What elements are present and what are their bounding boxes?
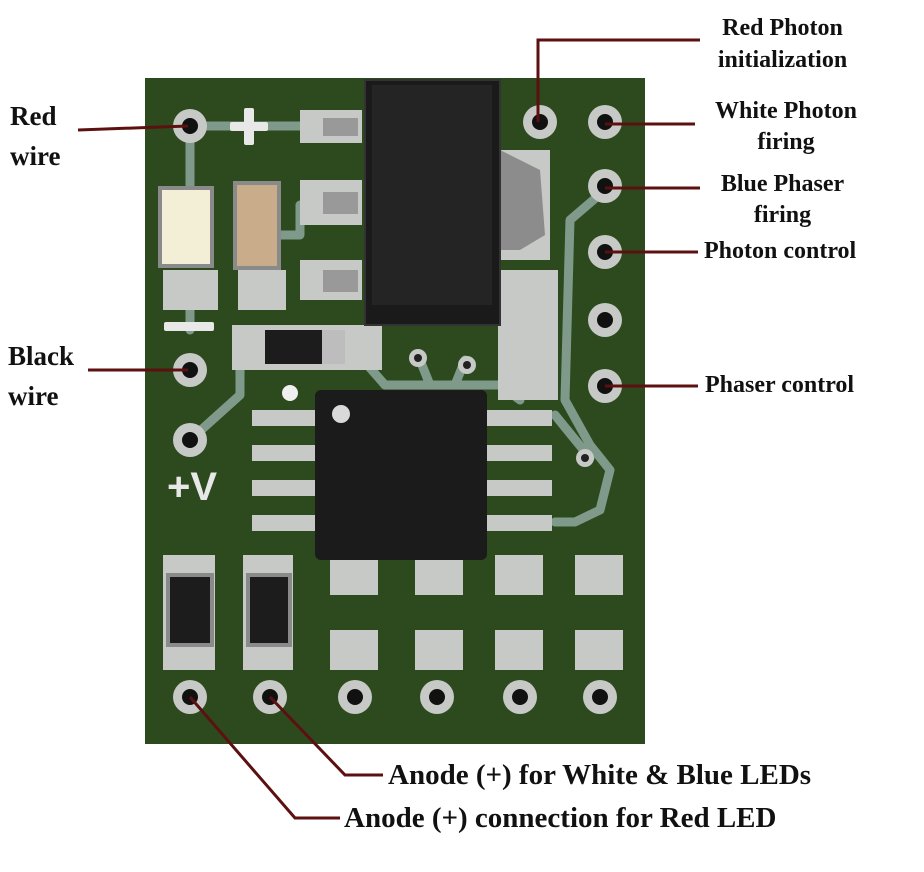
microcontroller-chip [315,390,487,560]
transistor-component [500,150,545,250]
leader-red-photon-init [536,38,700,122]
label-phaser-control: Phaser control [705,372,855,398]
label-blue-phaser-firing: Blue Phaser firing [720,171,845,228]
resistor-component [246,573,292,647]
leader-anode-white-blue [268,695,383,777]
resistor-component [166,573,214,647]
capacitor-component [233,181,281,270]
smd-components [158,118,358,647]
leader-lines [77,38,700,820]
led-component [158,186,214,268]
silkscreen-marks [164,108,268,331]
label-anode-white-blue: Anode (+) for White & Blue LEDs [388,759,812,791]
leader-red-wire [77,124,189,132]
plus-v-silkscreen: +V [167,465,217,509]
chip-pin1-marker [332,405,350,423]
label-white-photon-firing: White Photon firing [714,98,857,155]
label-red-wire: Red wire [10,101,61,171]
label-black-wire: Black wire [8,341,75,411]
label-photon-control: Photon control [704,238,857,264]
label-anode-red: Anode (+) connection for Red LED [344,802,777,834]
vias [282,349,594,467]
leader-anode-red [188,696,340,820]
label-red-photon-init: Red Photon initialization [717,15,848,73]
